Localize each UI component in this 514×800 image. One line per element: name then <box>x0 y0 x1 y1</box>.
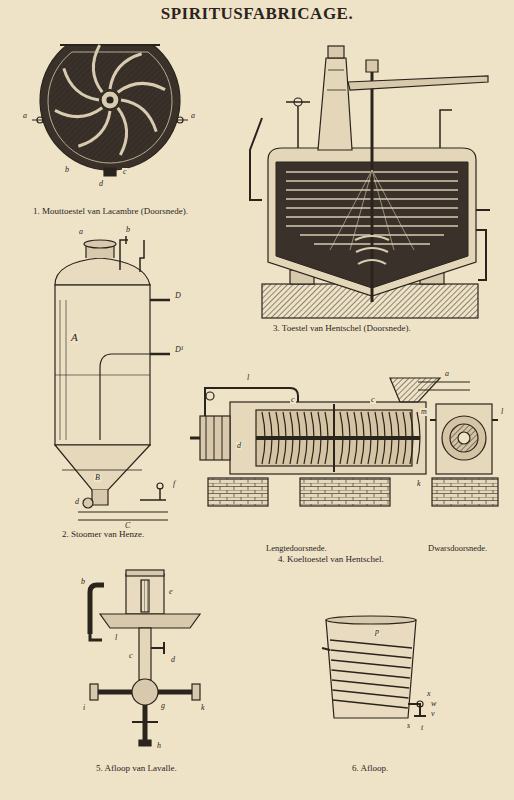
callout-letter: c <box>128 652 134 660</box>
callout-letter: d <box>74 498 80 506</box>
figure-caption: 3. Toestel van Hentschel (Doorsnede). <box>273 324 411 333</box>
callout-letter: c <box>122 168 128 176</box>
callout-letter: h <box>156 742 162 750</box>
callout-letter: d <box>170 656 176 664</box>
callout-letter: d <box>236 442 242 450</box>
stirrer-blade <box>118 108 127 155</box>
callout-letter: b <box>64 166 70 174</box>
stirrer-blade <box>93 45 102 92</box>
figure-caption: 2. Stoomer van Henze. <box>62 530 144 539</box>
callout-letter: s <box>406 722 411 730</box>
coil-winding <box>331 660 411 668</box>
coil-winding <box>332 670 410 678</box>
callout-letter: a <box>22 112 28 120</box>
callout-letter: d <box>98 180 104 188</box>
callout-letter: l <box>500 408 504 416</box>
callout-letter: B <box>94 474 101 482</box>
coil-winding <box>333 690 409 698</box>
hentschel-apparatus <box>250 46 490 318</box>
callout-letter: a <box>190 112 196 120</box>
callout-letter: b <box>125 226 131 234</box>
callout-letter: w <box>430 700 437 708</box>
callout-letter: f <box>172 480 176 488</box>
callout-letter: D <box>174 292 182 300</box>
callout-letter: C <box>124 522 131 530</box>
coil-winding <box>333 700 408 708</box>
callout-letter: c <box>370 396 376 404</box>
figure-caption: Lengtedoorsnede. <box>266 544 327 553</box>
callout-letter: b <box>80 578 86 586</box>
figure-caption: Dwarsdoorsnede. <box>428 544 487 553</box>
callout-letter: m <box>420 408 428 416</box>
callout-letter: t <box>420 724 424 732</box>
callout-letter: p <box>374 628 380 636</box>
figure-caption: 1. Mouttoestel van Lacambre (Doorsnede). <box>33 207 188 216</box>
callout-letter: x <box>426 690 432 698</box>
callout-letter: a <box>78 228 84 236</box>
callout-letter: a <box>444 370 450 378</box>
callout-letter: v <box>430 710 436 718</box>
stirrer-blade <box>118 83 165 92</box>
callout-letter: g <box>160 702 166 710</box>
lavalle-outlet <box>90 570 200 746</box>
callout-letter: l <box>246 374 250 382</box>
callout-letter: c <box>290 396 296 404</box>
figure-caption: 6. Afloop. <box>352 764 388 773</box>
hentschel-cooler <box>190 378 498 506</box>
callout-letter: e <box>168 588 174 596</box>
stirrer-blade <box>55 108 102 117</box>
coil-winding <box>331 650 412 658</box>
plate-title: SPIRITUSFABRICAGE. <box>0 4 514 24</box>
callout-letter: D¹ <box>174 346 184 354</box>
coil-winding <box>330 640 412 648</box>
callout-letter: i <box>82 704 86 712</box>
outlet-vessel <box>322 616 426 718</box>
callout-letter: k <box>416 480 422 488</box>
henze-steamer <box>55 236 170 520</box>
figure-caption: 4. Koeltoestel van Hentschel. <box>278 555 384 564</box>
callout-letter: k <box>200 704 206 712</box>
callout-letter: l <box>114 634 118 642</box>
callout-letter: A <box>70 332 79 344</box>
coil-winding <box>332 680 409 688</box>
figure-caption: 5. Afloop van Lavalle. <box>96 764 177 773</box>
mash-vessel <box>32 45 188 176</box>
